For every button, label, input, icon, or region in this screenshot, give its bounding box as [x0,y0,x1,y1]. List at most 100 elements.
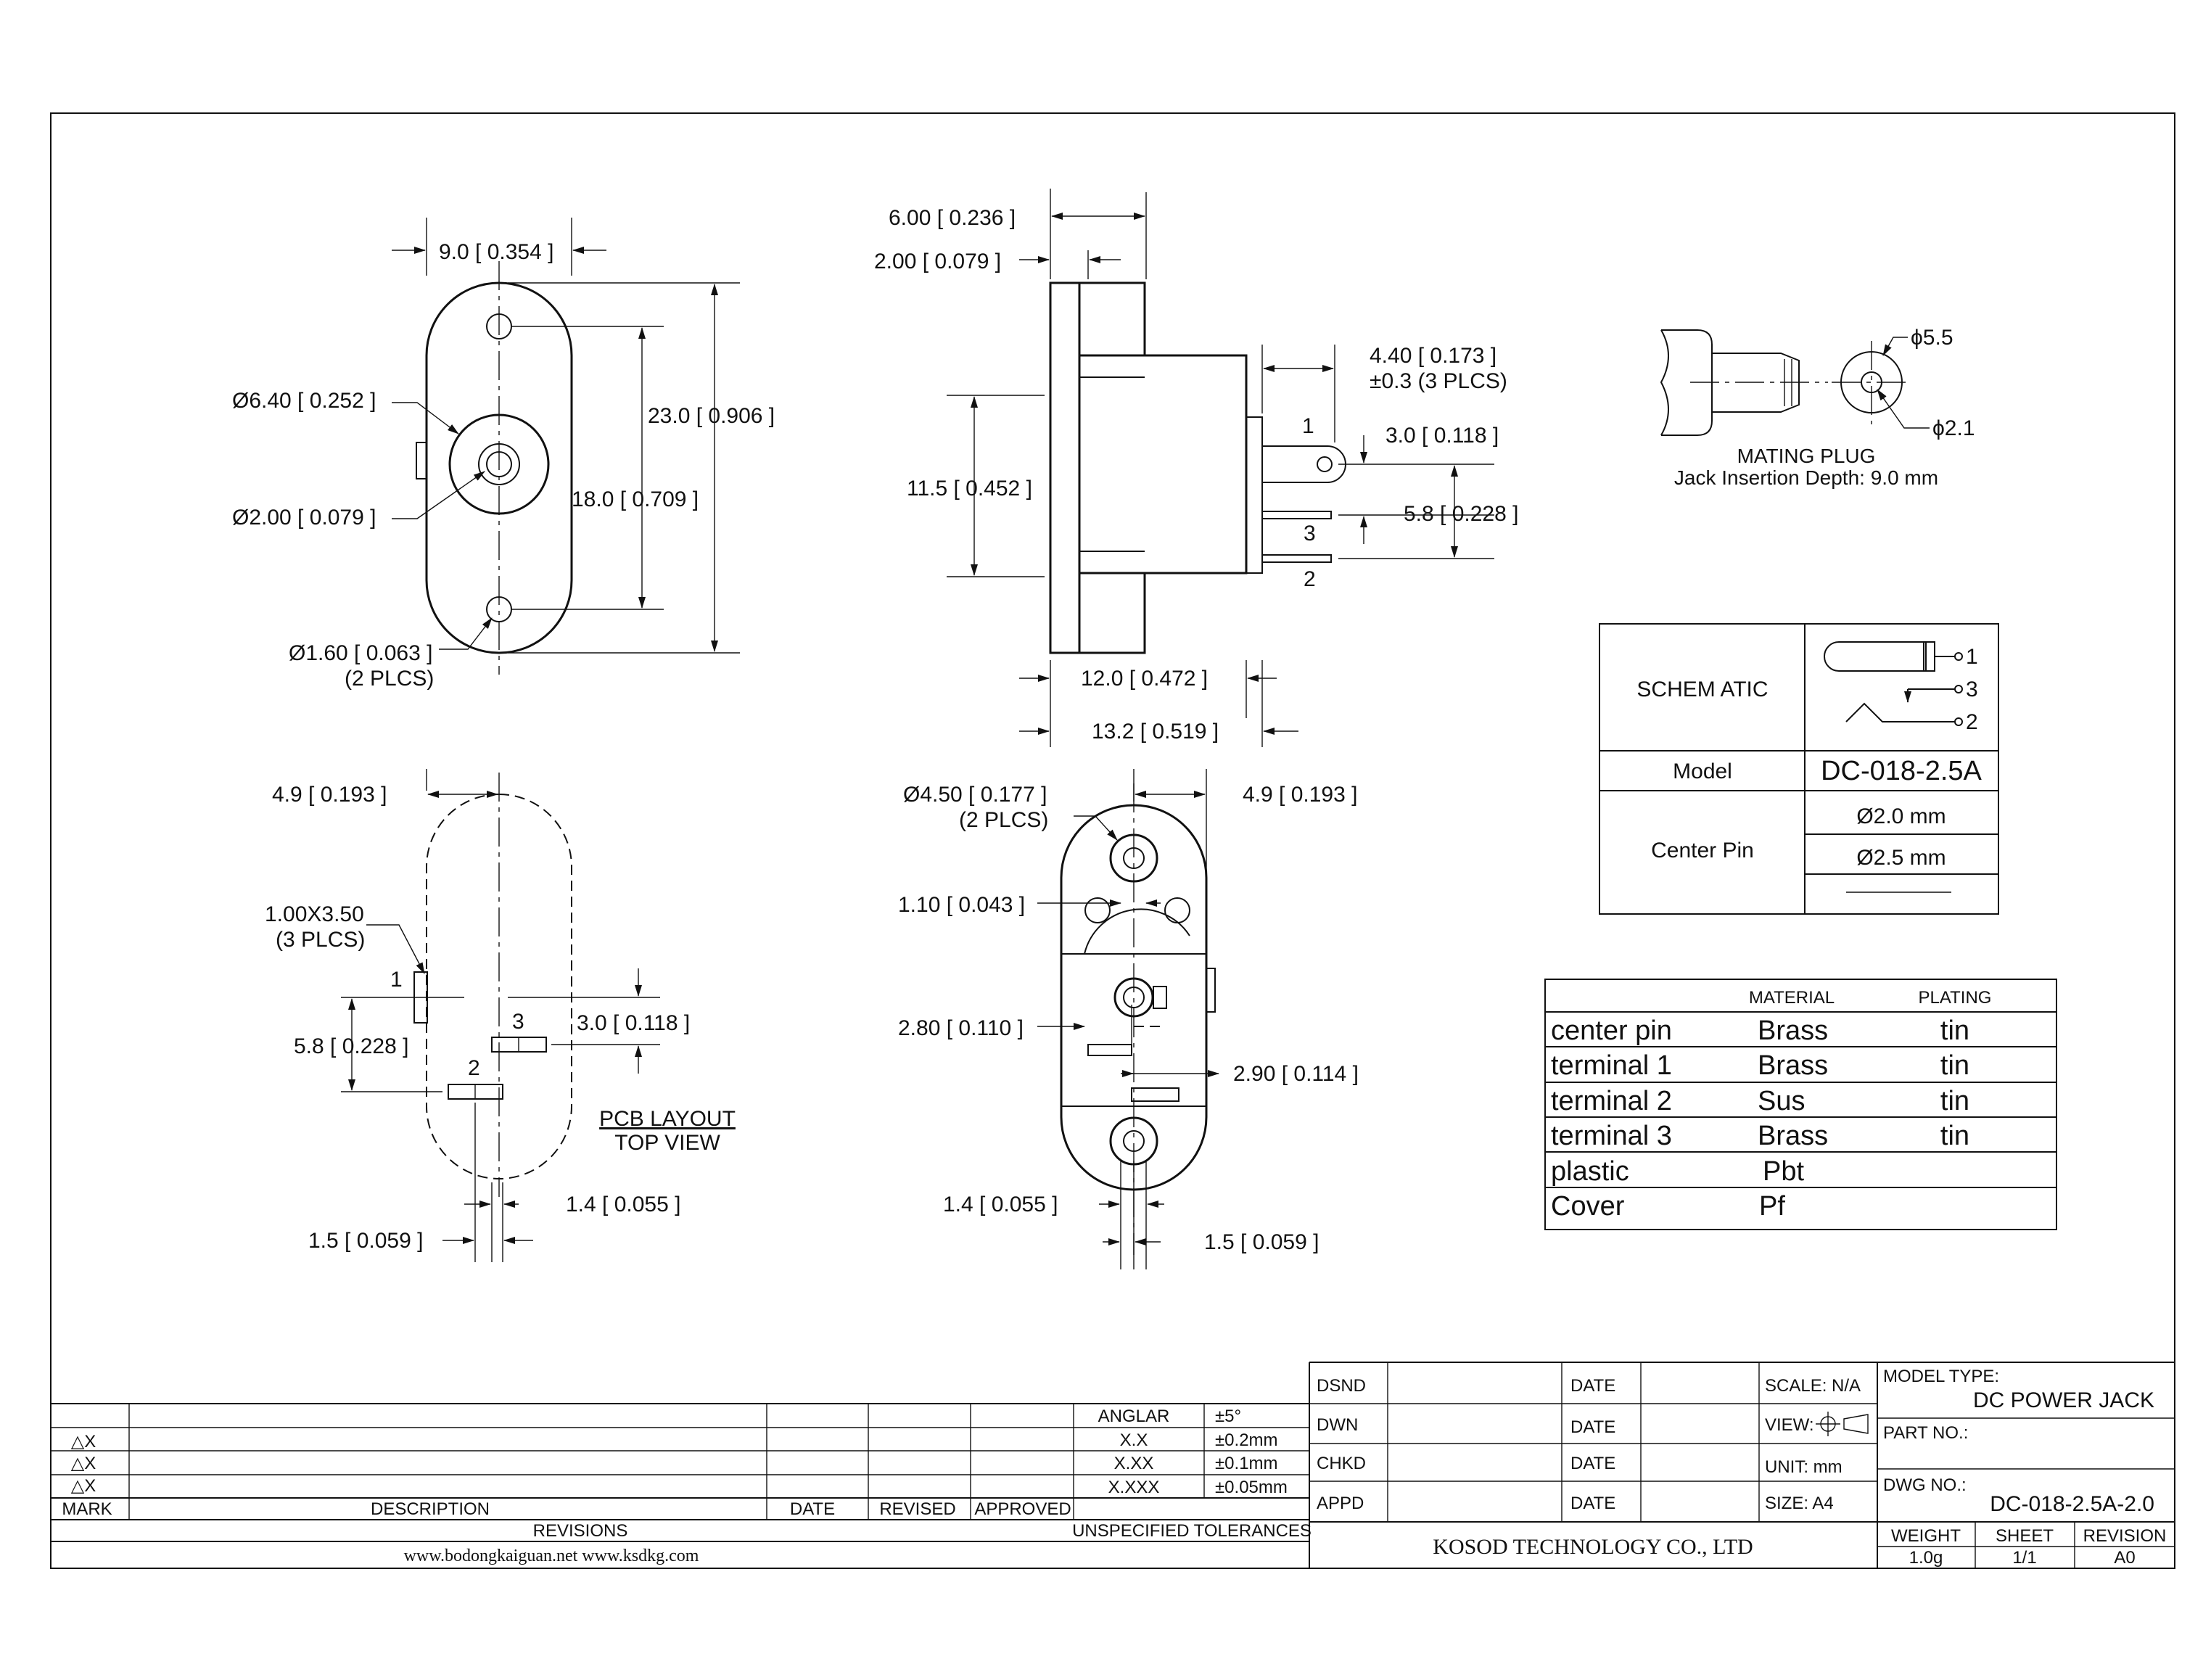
pin-1-label: 1 [1302,414,1314,438]
schematic-pin-2: 2 [1966,710,1978,734]
dim-hole-plcs-label: (2 PLCS) [345,667,434,691]
revision-label: REVISION [2083,1526,2167,1546]
material-row-4-material: Pbt [1763,1156,1804,1187]
dim-hole-dia-label: Ø1.60 [ 0.063 ] [289,641,432,665]
unspecified-tolerances-label: UNSPECIFIED TOLERANCES [1072,1521,1312,1541]
dsnd-date-label: DATE [1570,1376,1615,1396]
pcb-dim-slot: 1.00X3.50 [265,902,364,926]
model-type-value: DC POWER JACK [1973,1388,2154,1412]
revision-mark-1: △X [71,1432,96,1452]
dim-4-4-tol-label: ±0.3 (3 PLCS) [1370,369,1507,393]
center-pin-value-1: Ø2.0 mm [1856,804,1946,828]
pcb-dim-4-9: 4.9 [ 0.193 ] [272,783,387,807]
tolerance-angular-value: ±5° [1215,1407,1241,1426]
center-pin-ring [478,443,520,485]
schematic-pin-symbol [1824,641,1927,672]
dim-pin-dia-label: Ø2.00 [ 0.079 ] [232,506,376,530]
weight-label: WEIGHT [1891,1526,1961,1546]
pcb-pad-1-label: 1 [390,968,403,992]
bottom-dim-1-1: 1.10 [ 0.043 ] [898,893,1025,917]
material-row-3-material: Brass [1758,1121,1828,1151]
revision-value: A0 [2114,1548,2135,1568]
terminal-2-blade [1261,554,1332,563]
pcb-dim-slot-plcs: (3 PLCS) [276,928,365,952]
dsnd-label: DSND [1317,1376,1366,1396]
dwg-no-label: DWG NO.: [1883,1475,1967,1495]
dim-11-5-label: 11.5 [ 0.452 ] [907,477,1032,501]
tolerance-x-value: ±0.2mm [1215,1430,1278,1450]
tolerance-xx-label: X.XX [1114,1454,1154,1473]
material-rows: center pin Brass tin terminal 1 Brass ti… [1551,1016,1969,1222]
weight-value: 1.0g [1909,1548,1943,1568]
revision-mark-2: △X [71,1454,96,1473]
material-row-0-material: Brass [1758,1016,1828,1046]
bottom-view-outline [1060,804,1208,1191]
center-pin-label: Center Pin [1651,839,1754,862]
side-view [947,189,1494,747]
schematic-pin-3: 3 [1966,678,1978,701]
side-flange [1049,281,1081,654]
website-text: www.bodongkaiguan.net www.ksdkg.com [404,1547,699,1565]
center-pin-value-2: Ø2.5 mm [1856,846,1946,870]
revision-mark-3: △X [71,1476,96,1496]
material-row-5-material: Pf [1759,1191,1785,1222]
size-label: SIZE: A4 [1765,1494,1834,1513]
material-row-4-part: plastic [1551,1156,1629,1187]
chkd-label: CHKD [1317,1454,1366,1473]
bottom-dim-2-8: 2.80 [ 0.110 ] [898,1016,1024,1040]
approved-header: APPROVED [974,1499,1071,1519]
company-name: KOSOD TECHNOLOGY CO., LTD [1433,1535,1753,1559]
bottom-dim-4-5-plcs: (2 PLCS) [959,808,1048,832]
material-row-1-part: terminal 1 [1551,1050,1672,1081]
date-header: DATE [790,1499,835,1519]
bottom-dim-1-5: 1.5 [ 0.059 ] [1204,1230,1319,1254]
material-table [1544,979,2057,1230]
dim-5-8-label: 5.8 [ 0.228 ] [1404,502,1518,526]
side-lower-boss [1078,572,1146,654]
center-boss-circle [448,413,550,515]
material-row-2-plating: tin [1940,1086,1969,1116]
mating-plug-drawing [1660,329,1930,436]
center-pin-circle [486,451,512,477]
sheet-border [50,112,2175,1569]
dim-width-label: 9.0 [ 0.354 ] [439,240,553,264]
pcb-dim-3: 3.0 [ 0.118 ] [577,1011,690,1035]
dim-2-label: 2.00 [ 0.079 ] [874,250,1001,273]
tolerance-x-label: X.X [1120,1430,1148,1450]
side-upper-boss [1078,281,1146,357]
plating-header: PLATING [1919,988,1992,1008]
tolerance-xx-value: ±0.1mm [1215,1454,1278,1473]
plug-inner-dia: ϕ2.1 [1932,416,1975,440]
pin-3-label: 3 [1304,522,1316,545]
view-label: VIEW: [1765,1415,1814,1435]
pcb-dim-5-8: 5.8 [ 0.228 ] [294,1034,408,1058]
mating-plug-depth: Jack Insertion Depth: 9.0 mm [1674,466,1938,489]
pcb-layout-view [341,769,660,1262]
side-back-plate [1246,416,1263,574]
tolerance-xxx-label: X.XXX [1108,1478,1160,1497]
bottom-dim-1-4: 1.4 [ 0.055 ] [943,1193,1058,1216]
tolerance-xxx-value: ±0.05mm [1215,1478,1288,1497]
dim-length-label: 23.0 [ 0.906 ] [648,404,775,428]
appd-date-label: DATE [1570,1494,1615,1513]
bottom-dim-2-9: 2.90 [ 0.114 ] [1233,1062,1359,1086]
schematic-label: SCHEM ATIC [1636,678,1768,701]
mating-plug-title: MATING PLUG [1737,445,1876,467]
dim-13-2-label: 13.2 [ 0.519 ] [1092,720,1219,744]
sheet-value: 1/1 [2012,1548,2036,1568]
scale-label: SCALE: N/A [1765,1376,1861,1396]
dim-center-dia-label: Ø6.40 [ 0.252 ] [232,389,376,413]
part-no-label: PART NO.: [1883,1423,1968,1443]
schematic-table [1599,623,1999,915]
side-main-body [1078,354,1248,575]
chkd-date-label: DATE [1570,1454,1615,1473]
material-row-1-plating: tin [1940,1050,1969,1081]
revisions-label: REVISIONS [533,1521,628,1541]
revisions-block [51,1403,1309,1542]
model-label: Model [1673,759,1732,783]
dwg-no-value: DC-018-2.5A-2.0 [1990,1492,2154,1516]
top-view [392,218,740,675]
pcb-layout-title: PCB LAYOUT [599,1107,736,1131]
plug-outer-dia: ϕ5.5 [1911,326,1953,350]
